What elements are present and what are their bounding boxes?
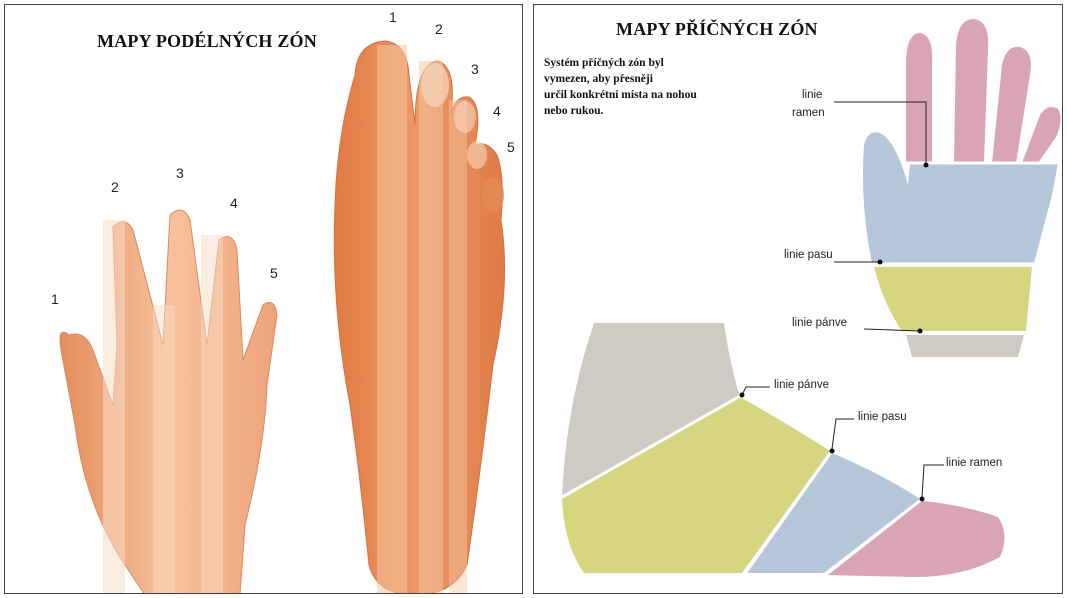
transverse-zones-panel: MAPY PŘÍČNÝCH ZÓN Systém příčných zón by… — [533, 4, 1063, 594]
hand-zone-number-4: 4 — [230, 195, 238, 211]
foot-zone-number-5: 5 — [507, 139, 515, 155]
longitudinal-zones-panel: MAPY PODÉLNÝCH ZÓN — [4, 4, 523, 594]
zoned-hand — [863, 19, 1061, 357]
hand-shoulder-line-label-2: ramen — [792, 107, 825, 119]
hand-shape — [60, 210, 277, 594]
hand-zone-number-2: 2 — [111, 179, 119, 195]
hand-zone-number-1: 1 — [51, 291, 59, 307]
foot-shape — [334, 41, 504, 594]
hand-foot-illustration — [5, 5, 523, 594]
foot-zone-number-4: 4 — [493, 103, 501, 119]
hand-shoulder-line-label-1: linie — [802, 89, 822, 101]
foot-zone-number-1: 1 — [389, 9, 397, 25]
hand-pelvis-line-label: linie pánve — [792, 317, 847, 329]
transverse-illustration — [534, 5, 1063, 594]
hand-waist-line-label: linie pasu — [784, 249, 833, 261]
foot-waist-line-label: linie pasu — [858, 411, 907, 423]
zoned-foot — [562, 323, 1005, 577]
foot-shoulder-line-label: linie ramen — [946, 457, 1002, 469]
hand-zone-number-5: 5 — [270, 265, 278, 281]
foot-pelvis-line-label: linie pánve — [774, 379, 829, 391]
foot-zone-number-2: 2 — [435, 21, 443, 37]
hand-zone-number-3: 3 — [176, 165, 184, 181]
foot-zone-number-3: 3 — [471, 61, 479, 77]
